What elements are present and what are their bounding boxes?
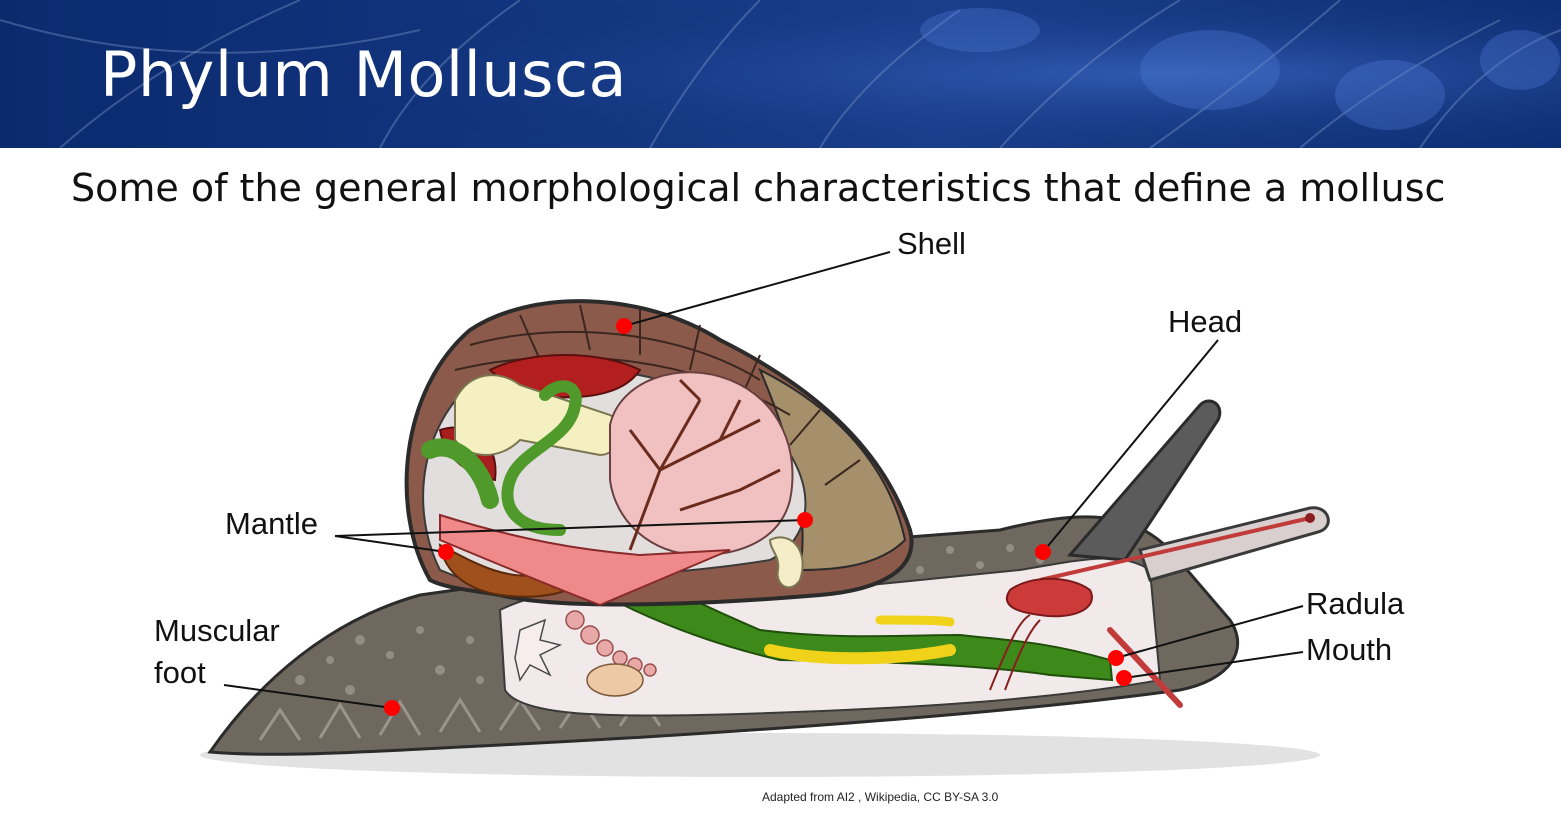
label-mouth: Mouth <box>1306 632 1393 667</box>
marker-muscular-foot <box>384 700 400 716</box>
upper-tentacle <box>1066 399 1222 562</box>
label-head: Head <box>1168 304 1243 339</box>
slide-subtitle: Some of the general morphological charac… <box>71 166 1446 210</box>
lung <box>609 371 794 557</box>
marker-head <box>1035 544 1051 560</box>
marker-mantle-upper <box>797 512 813 528</box>
marker-radula <box>1108 650 1124 666</box>
label-mantle: Mantle <box>225 506 319 541</box>
label-muscular-foot-line1: Muscular <box>154 613 280 648</box>
ganglion <box>1005 577 1093 618</box>
shell-bands <box>454 304 861 486</box>
banner-background <box>0 0 1561 148</box>
marker-mouth <box>1116 670 1132 686</box>
structure-markers <box>384 318 1132 716</box>
label-muscular-foot-line2: foot <box>154 655 206 690</box>
snail-anatomy-diagram <box>200 251 1330 777</box>
marker-shell <box>616 318 632 334</box>
lung-vessels <box>628 378 781 551</box>
label-shell: Shell <box>897 226 966 261</box>
image-credit: Adapted from AI2 , Wikipedia, CC BY-SA 3… <box>762 790 999 804</box>
callout-lines <box>223 251 1304 709</box>
foot-texture <box>295 544 1044 695</box>
slide-title: Phylum Mollusca <box>100 38 628 111</box>
title-banner: Phylum Mollusca <box>0 0 1561 148</box>
label-radula: Radula <box>1306 586 1405 621</box>
marker-mantle-lower <box>438 544 454 560</box>
